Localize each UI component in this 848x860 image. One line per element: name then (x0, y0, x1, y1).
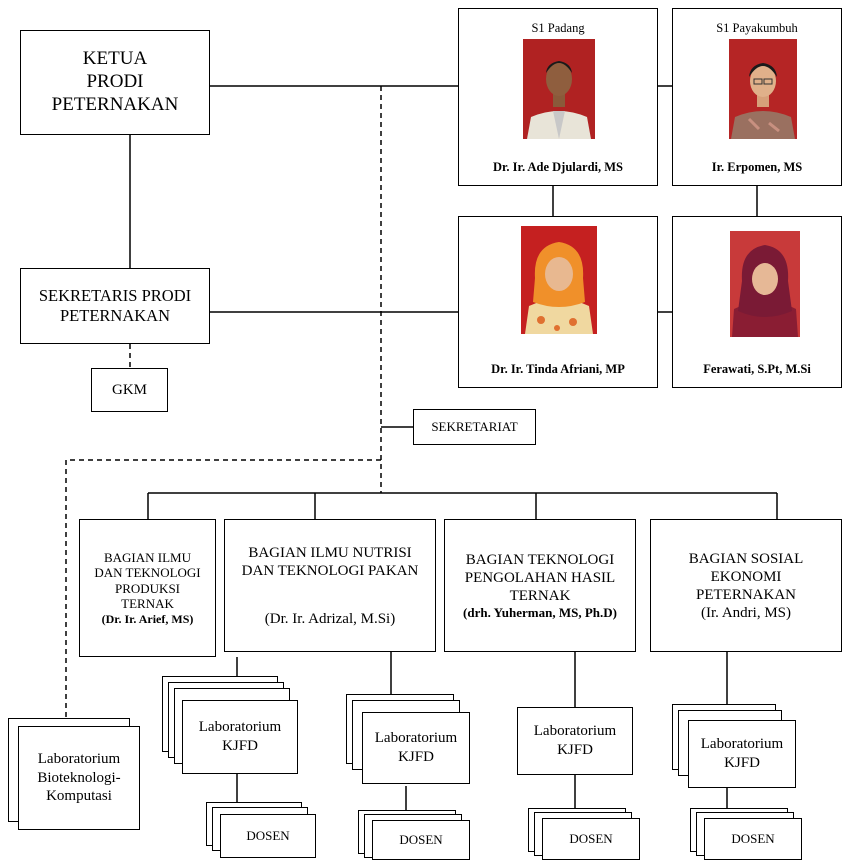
lab-bio-line2: Bioteknologi- (37, 769, 121, 786)
payakumbuh-campus-label: S1 Payakumbuh (716, 21, 798, 35)
sekretariat-box: SEKRETARIAT (413, 409, 536, 445)
lab-1-line1: Laboratorium (198, 719, 282, 736)
lab-kjfd-box-4: Laboratorium KJFD (688, 720, 796, 788)
lab-stack-3: Laboratorium KJFD (517, 707, 637, 777)
bagian-2-head: (Dr. Ir. Adrizal, M.Si) (264, 610, 396, 627)
bagian-nutrisi-box: BAGIAN ILMU NUTRISI DAN TEKNOLOGI PAKAN … (224, 519, 436, 652)
bagian-4-line1: BAGIAN SOSIAL (688, 550, 804, 567)
lab-4-line1: Laboratorium (700, 736, 784, 753)
dosen-stack-3: DOSEN (528, 808, 642, 860)
bagian-3-line2: PENGOLAHAN HASIL (464, 569, 616, 586)
payakumbuh-head-photo (729, 39, 797, 139)
bagian-4-head: (Ir. Andri, MS) (701, 604, 791, 621)
bagian-3-head: (drh. Yuherman, MS, Ph.D) (463, 604, 617, 620)
bagian-1-line4: TERNAK (121, 596, 174, 612)
lab-kjfd-box-2: Laboratorium KJFD (362, 712, 470, 784)
sekretariat-label: SEKRETARIAT (431, 419, 518, 435)
payakumbuh-secretary-card: Ferawati, S.Pt, M.Si (672, 216, 842, 388)
padang-head-name: Dr. Ir. Ade Djulardi, MS (493, 160, 623, 174)
ketua-line1: KETUA (82, 48, 148, 70)
dosen-stack-2: DOSEN (358, 810, 472, 860)
lab-kjfd-box-3: Laboratorium KJFD (517, 707, 633, 775)
lab-stack-1: Laboratorium KJFD (162, 676, 298, 774)
padang-secretary-name: Dr. Ir. Tinda Afriani, MP (491, 362, 625, 376)
bagian-3-line1: BAGIAN TEKNOLOGI (465, 551, 615, 568)
sekretaris-prodi-box: SEKRETARIS PRODI PETERNAKAN (20, 268, 210, 344)
bagian-3-line3: TERNAK (509, 587, 571, 604)
padang-campus-label: S1 Padang (531, 21, 585, 35)
payakumbuh-head-name: Ir. Erpomen, MS (711, 160, 803, 174)
lab-bio-line3: Komputasi (46, 788, 112, 805)
dosen-box-1: DOSEN (220, 814, 316, 858)
dosen-4-label: DOSEN (731, 830, 775, 846)
dosen-box-2: DOSEN (372, 820, 470, 860)
dosen-box-4: DOSEN (704, 818, 802, 860)
payakumbuh-head-card: S1 Payakumbuh Ir. Erpomen, MS (672, 8, 842, 186)
lab-3-line2: KJFD (557, 742, 593, 758)
lab-2-line2: KJFD (398, 749, 434, 765)
bagian-1-line3: PRODUKSI (114, 580, 180, 596)
lab-4-line2: KJFD (724, 755, 760, 771)
bagian-1-head: (Dr. Ir. Arief, MS) (101, 611, 194, 626)
bagian-produksi-box: BAGIAN ILMU DAN TEKNOLOGI PRODUKSI TERNA… (79, 519, 216, 657)
dosen-stack-4: DOSEN (690, 808, 804, 860)
dosen-2-label: DOSEN (399, 831, 443, 847)
padang-secretary-photo (521, 226, 597, 334)
lab-bio-line1: Laboratorium (37, 750, 121, 767)
bagian-2-line1: BAGIAN ILMU NUTRISI (248, 544, 412, 561)
lab-stack-4: Laboratorium KJFD (672, 704, 796, 788)
ketua-prodi-box: KETUA PRODI PETERNAKAN (20, 30, 210, 135)
bagian-pengolahan-box: BAGIAN TEKNOLOGI PENGOLAHAN HASIL TERNAK… (444, 519, 636, 652)
bagian-1-line1: BAGIAN ILMU (103, 549, 192, 565)
dosen-3-label: DOSEN (569, 830, 613, 846)
ketua-line2: PRODI (86, 71, 144, 93)
payakumbuh-secretary-name: Ferawati, S.Pt, M.Si (703, 362, 811, 376)
sekretaris-line1: SEKRETARIS PRODI (38, 286, 192, 306)
bagian-1-line2: DAN TEKNOLOGI (94, 565, 201, 581)
lab-3-line1: Laboratorium (533, 723, 617, 740)
padang-head-photo (523, 39, 595, 139)
lab-1-line2: KJFD (222, 738, 258, 754)
lab-bioteknologi-stack: Laboratorium Bioteknologi- Komputasi (8, 718, 140, 830)
gkm-box: GKM (91, 368, 168, 412)
bagian-4-line2: EKONOMI (710, 568, 782, 585)
dosen-1-label: DOSEN (246, 827, 290, 843)
gkm-label: GKM (111, 382, 147, 398)
padang-secretary-card: Dr. Ir. Tinda Afriani, MP (458, 216, 658, 388)
bagian-4-line3: PETERNAKAN (696, 586, 796, 603)
lab-bioteknologi-box: Laboratorium Bioteknologi- Komputasi (18, 726, 140, 830)
lab-kjfd-box-1: Laboratorium KJFD (182, 700, 298, 774)
ketua-line3: PETERNAKAN (51, 93, 179, 115)
sekretaris-line2: PETERNAKAN (60, 306, 170, 325)
lab-2-line1: Laboratorium (374, 730, 458, 747)
bagian-sosial-box: BAGIAN SOSIAL EKONOMI PETERNAKAN (Ir. An… (650, 519, 842, 652)
lab-stack-2: Laboratorium KJFD (346, 694, 472, 786)
dosen-box-3: DOSEN (542, 818, 640, 860)
payakumbuh-secretary-photo (730, 231, 800, 337)
padang-head-card: S1 Padang Dr. Ir. Ade Djulardi, MS (458, 8, 658, 186)
dosen-stack-1: DOSEN (206, 802, 316, 858)
bagian-2-line2: DAN TEKNOLOGI PAKAN (241, 562, 419, 579)
